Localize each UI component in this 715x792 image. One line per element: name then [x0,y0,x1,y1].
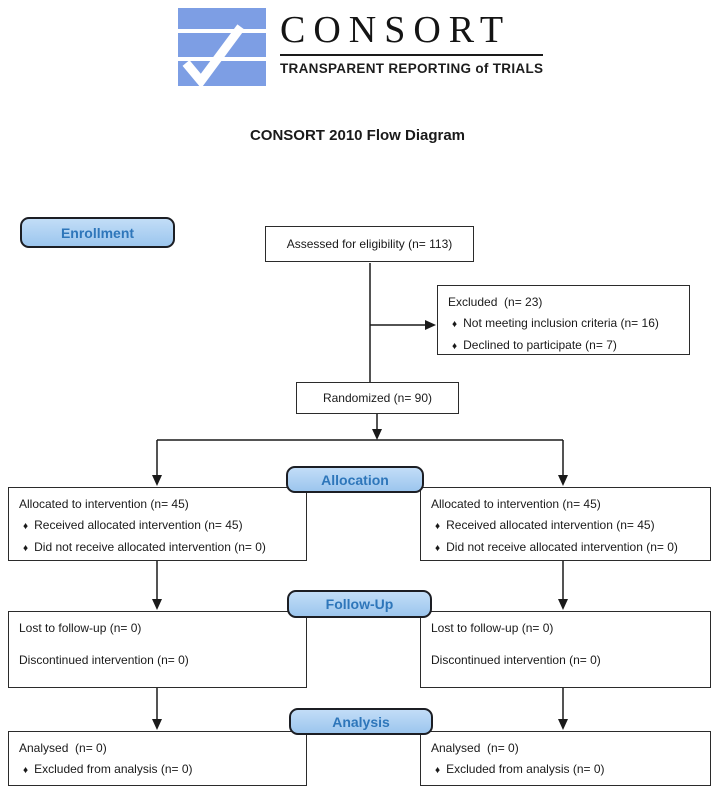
box-analysis-right-title: Analysed (n= 0) [431,741,519,755]
box-excluded-title: Excluded (n= 23) [448,295,543,309]
bullet-text: Received allocated intervention (n= 45) [446,518,655,533]
box-excluded-bullet-1: ♦ Not meeting inclusion criteria (n= 16) [448,315,679,332]
arrowhead-left-followup [152,599,162,610]
checkmark-icon [182,24,245,86]
box-followup-left-line-2: Discontinued intervention (n= 0) [19,653,189,668]
arrowhead-split [372,429,382,440]
diamond-bullet-icon: ♦ [452,319,458,331]
bullet-text: Received allocated intervention (n= 45) [34,518,243,533]
box-analysis-left: Analysed (n= 0) ♦ Excluded from analysis … [8,731,307,786]
diamond-bullet-icon: ♦ [452,340,458,352]
box-followup-left: Lost to follow-up (n= 0) Discontinued in… [8,611,307,688]
box-allocation-left-title: Allocated to intervention (n= 45) [19,497,189,511]
arrowhead-right-allocation [558,475,568,486]
arrowhead-excluded [425,320,436,330]
box-followup-right: Lost to follow-up (n= 0) Discontinued in… [420,611,711,688]
page-title: CONSORT 2010 Flow Diagram [249,127,466,144]
stage-label-analysis: Analysis [289,708,433,735]
bullet-text: Excluded from analysis (n= 0) [34,762,193,777]
stage-label-enrollment: Enrollment [20,217,175,248]
box-randomized: Randomized (n= 90) [296,382,459,414]
diamond-bullet-icon: ♦ [435,521,441,533]
bullet-text: Did not receive allocated intervention (… [446,539,678,554]
arrowhead-right-analysis [558,719,568,730]
box-analysis-left-title: Analysed (n= 0) [19,741,107,755]
logo-brand-text: CONSORT [280,9,544,56]
box-allocation-right-title: Allocated to intervention (n= 45) [431,497,601,511]
consort-logo-icon [178,8,266,86]
box-assessed: Assessed for eligibility (n= 113) [265,226,474,262]
box-allocation-right-bullet-1: ♦ Received allocated intervention (n= 45) [431,517,700,534]
bullet-text: Not meeting inclusion criteria (n= 16) [463,316,659,331]
box-allocation-left: Allocated to intervention (n= 45) ♦ Recei… [8,487,307,561]
diamond-bullet-icon: ♦ [435,765,441,777]
arrowhead-left-analysis [152,719,162,730]
box-analysis-right: Analysed (n= 0) ♦ Excluded from analysis … [420,731,711,786]
box-excluded-bullet-2: ♦ Declined to participate (n= 7) [448,337,679,354]
box-allocation-left-bullet-2: ♦ Did not receive allocated intervention … [19,539,296,556]
bullet-text: Excluded from analysis (n= 0) [446,762,605,777]
diamond-bullet-icon: ♦ [23,542,29,554]
box-analysis-left-bullet-1: ♦ Excluded from analysis (n= 0) [19,761,296,778]
logo-text-block: CONSORT TRANSPARENT REPORTING of TRIALS [280,8,544,76]
arrowhead-right-followup [558,599,568,610]
arrowhead-left-allocation [152,475,162,486]
bullet-text: Declined to participate (n= 7) [463,337,617,352]
diamond-bullet-icon: ♦ [23,521,29,533]
stage-label-followup: Follow-Up [287,590,432,618]
box-analysis-right-bullet-1: ♦ Excluded from analysis (n= 0) [431,761,700,778]
logo-tagline: TRANSPARENT REPORTING of TRIALS [280,60,544,76]
stage-label-allocation: Allocation [286,466,424,493]
diamond-bullet-icon: ♦ [23,765,29,777]
diamond-bullet-icon: ♦ [435,542,441,554]
box-allocation-right-bullet-2: ♦ Did not receive allocated intervention … [431,539,700,556]
box-followup-left-line-1: Lost to follow-up (n= 0) [19,621,142,635]
box-followup-right-line-1: Lost to follow-up (n= 0) [431,621,554,635]
box-followup-right-line-2: Discontinued intervention (n= 0) [431,653,601,668]
box-excluded: Excluded (n= 23) ♦ Not meeting inclusion … [437,285,690,355]
bullet-text: Did not receive allocated intervention (… [34,539,266,554]
consort-logo: CONSORT TRANSPARENT REPORTING of TRIALS [178,8,544,86]
box-allocation-right: Allocated to intervention (n= 45) ♦ Recei… [420,487,711,561]
box-allocation-left-bullet-1: ♦ Received allocated intervention (n= 45) [19,517,296,534]
